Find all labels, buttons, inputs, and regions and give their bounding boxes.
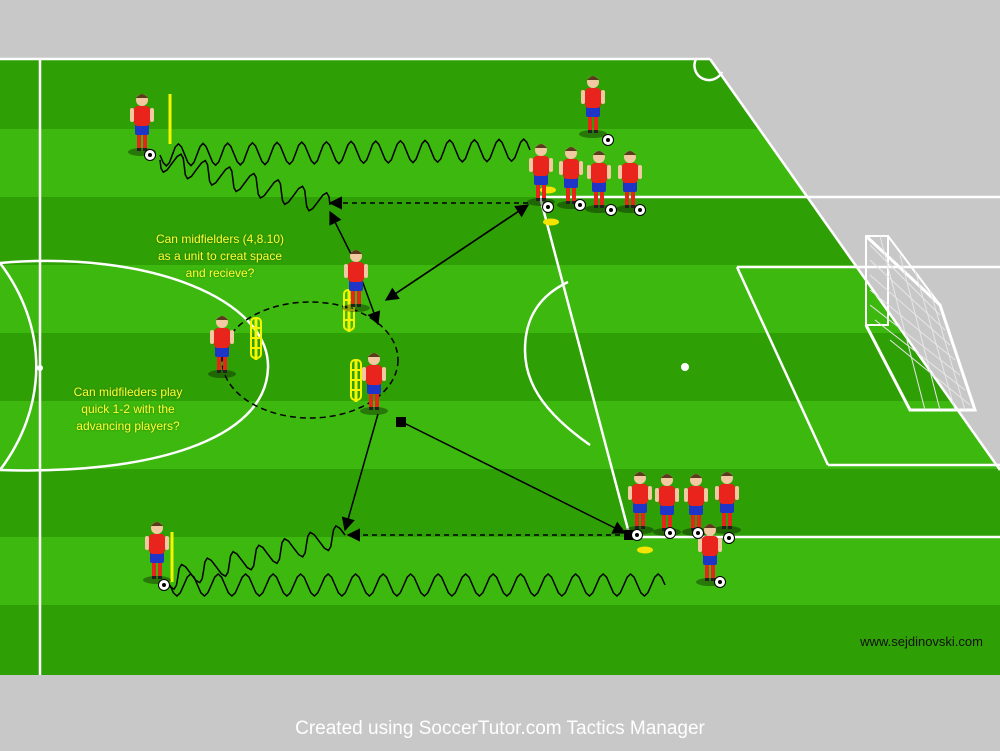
ball-icon (634, 204, 646, 216)
annotation-line: Can midfielders (4,8.10) (155, 232, 285, 246)
annotation-line: Can midfileders play (73, 385, 183, 399)
ball-icon (602, 134, 614, 146)
ball-icon (631, 529, 643, 541)
dribble-path-top-return (159, 153, 331, 212)
pass-arrow-2 (385, 204, 530, 301)
dashed-zone (221, 301, 399, 419)
ball-icon (664, 527, 676, 539)
dribble-path-top (159, 138, 531, 167)
dribble-path-bottom (169, 572, 666, 598)
ball-icon (692, 527, 704, 539)
dribble-path-bottom-return (164, 524, 346, 591)
ball-icon (158, 579, 170, 591)
pole-icon (170, 532, 174, 582)
watermark: www.sejdinovski.com (860, 634, 983, 649)
cone-icon (637, 546, 653, 554)
ball-icon (144, 149, 156, 161)
annotation-top: Can midfielders (4,8.10) as a unit to cr… (150, 231, 290, 282)
ball-icon (723, 532, 735, 544)
pole-icon (168, 94, 172, 144)
cone-icon (543, 218, 559, 226)
pass-arrow-5 (401, 421, 627, 534)
annotation-line: advancing players? (76, 419, 180, 433)
ball-icon (542, 201, 554, 213)
annotation-line: quick 1-2 with the (81, 402, 175, 416)
ball-icon (714, 576, 726, 588)
ball-icon (574, 199, 586, 211)
goal-icon (864, 234, 978, 412)
annotation-left: Can midfileders play quick 1-2 with the … (58, 384, 198, 435)
annotation-line: as a unit to creat space (157, 249, 283, 263)
pass-arrow-6 (341, 413, 379, 532)
annotation-line: and recieve? (185, 266, 255, 280)
ball-icon (605, 204, 617, 216)
footer-credit: Created using SoccerTutor.com Tactics Ma… (295, 718, 705, 739)
